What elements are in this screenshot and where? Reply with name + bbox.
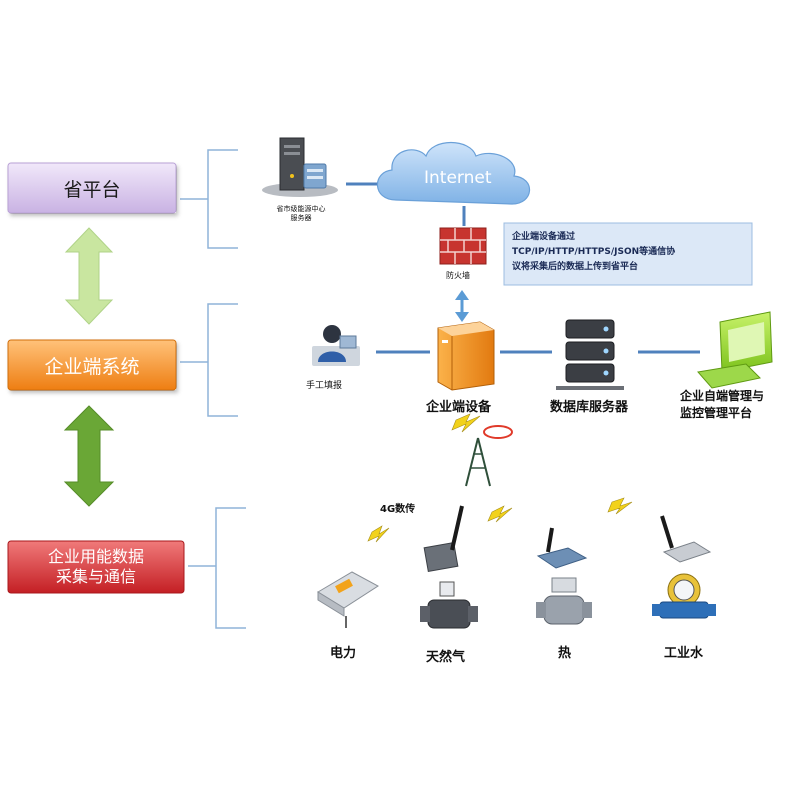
enterprise-bracket	[180, 303, 238, 417]
meter-water-label: 工业水	[664, 646, 704, 661]
db-server-label: 数据库服务器	[550, 400, 629, 415]
self-mgmt-line2: 监控管理平台	[680, 406, 753, 420]
enterprise-device-label: 企业端设备	[426, 400, 492, 415]
callout-line1: 企业端设备通过	[512, 232, 576, 242]
data-collection-label: 企业用能数据 采集与通信	[8, 541, 184, 593]
callout-line3: 议将采集后的数据上传到省平台	[512, 262, 639, 272]
manual-entry-label: 手工填报	[306, 381, 343, 391]
cloud-icon	[376, 142, 531, 205]
meter-heat-label: 热	[558, 646, 572, 661]
protocol-callout-text: 企业端设备通过 TCP/IP/HTTP/HTTPS/JSON等通信协 议将采集后…	[512, 230, 675, 275]
server-tower-icon	[262, 137, 338, 197]
lightning-wireless-icon	[487, 505, 513, 523]
self-mgmt-platform-label: 企业自端管理与 监控管理平台	[680, 388, 764, 422]
collection-bracket	[188, 507, 246, 629]
callout-line2: TCP/IP/HTTP/HTTPS/JSON等通信协	[512, 247, 676, 257]
protocol-callout-box	[503, 222, 753, 286]
database-server-icon	[556, 319, 624, 390]
internet-label: Internet	[424, 168, 492, 188]
firewall-label: 防火墙	[446, 271, 470, 280]
enterprise-system-label: 企业端系统	[8, 340, 176, 390]
firewall-device-arrow	[455, 290, 469, 322]
data-collection-box	[7, 540, 185, 594]
electric-meter-icon	[317, 571, 379, 628]
enterprise-device-icon	[437, 321, 495, 391]
person-at-computer-icon	[312, 325, 360, 366]
province-platform-box	[7, 162, 177, 214]
computer-monitor-icon	[697, 311, 773, 389]
enterprise-system-box	[7, 339, 177, 391]
radio-tower-icon	[465, 437, 491, 487]
lightning-wireless-icon	[607, 497, 633, 515]
lightning-wireless-icon	[367, 525, 390, 543]
wireless-4g-label: 4G数传	[380, 504, 416, 515]
firewall-icon	[439, 227, 487, 265]
city-server-label: 省市级能源中心 服务器	[256, 205, 346, 223]
self-mgmt-line1: 企业自端管理与	[680, 389, 765, 403]
gas-meter-icon	[420, 505, 478, 629]
heat-meter-icon	[536, 527, 592, 625]
meter-electric-label: 电力	[330, 646, 357, 661]
data-collection-label-line1: 企业用能数据	[47, 547, 144, 566]
water-meter-icon	[652, 515, 716, 619]
signal-ring-icon	[483, 425, 513, 439]
enterprise-collection-arrow	[63, 405, 115, 507]
province-enterprise-arrow	[64, 227, 114, 325]
lightning-wireless-icon	[451, 413, 481, 433]
province-bracket	[180, 149, 238, 249]
city-server-label-line1: 省市级能源中心	[276, 205, 326, 213]
province-platform-label: 省平台	[8, 163, 176, 213]
meter-gas-label: 天然气	[426, 650, 466, 665]
data-collection-label-line2: 采集与通信	[55, 567, 136, 586]
city-server-label-line2: 服务器	[290, 214, 312, 222]
